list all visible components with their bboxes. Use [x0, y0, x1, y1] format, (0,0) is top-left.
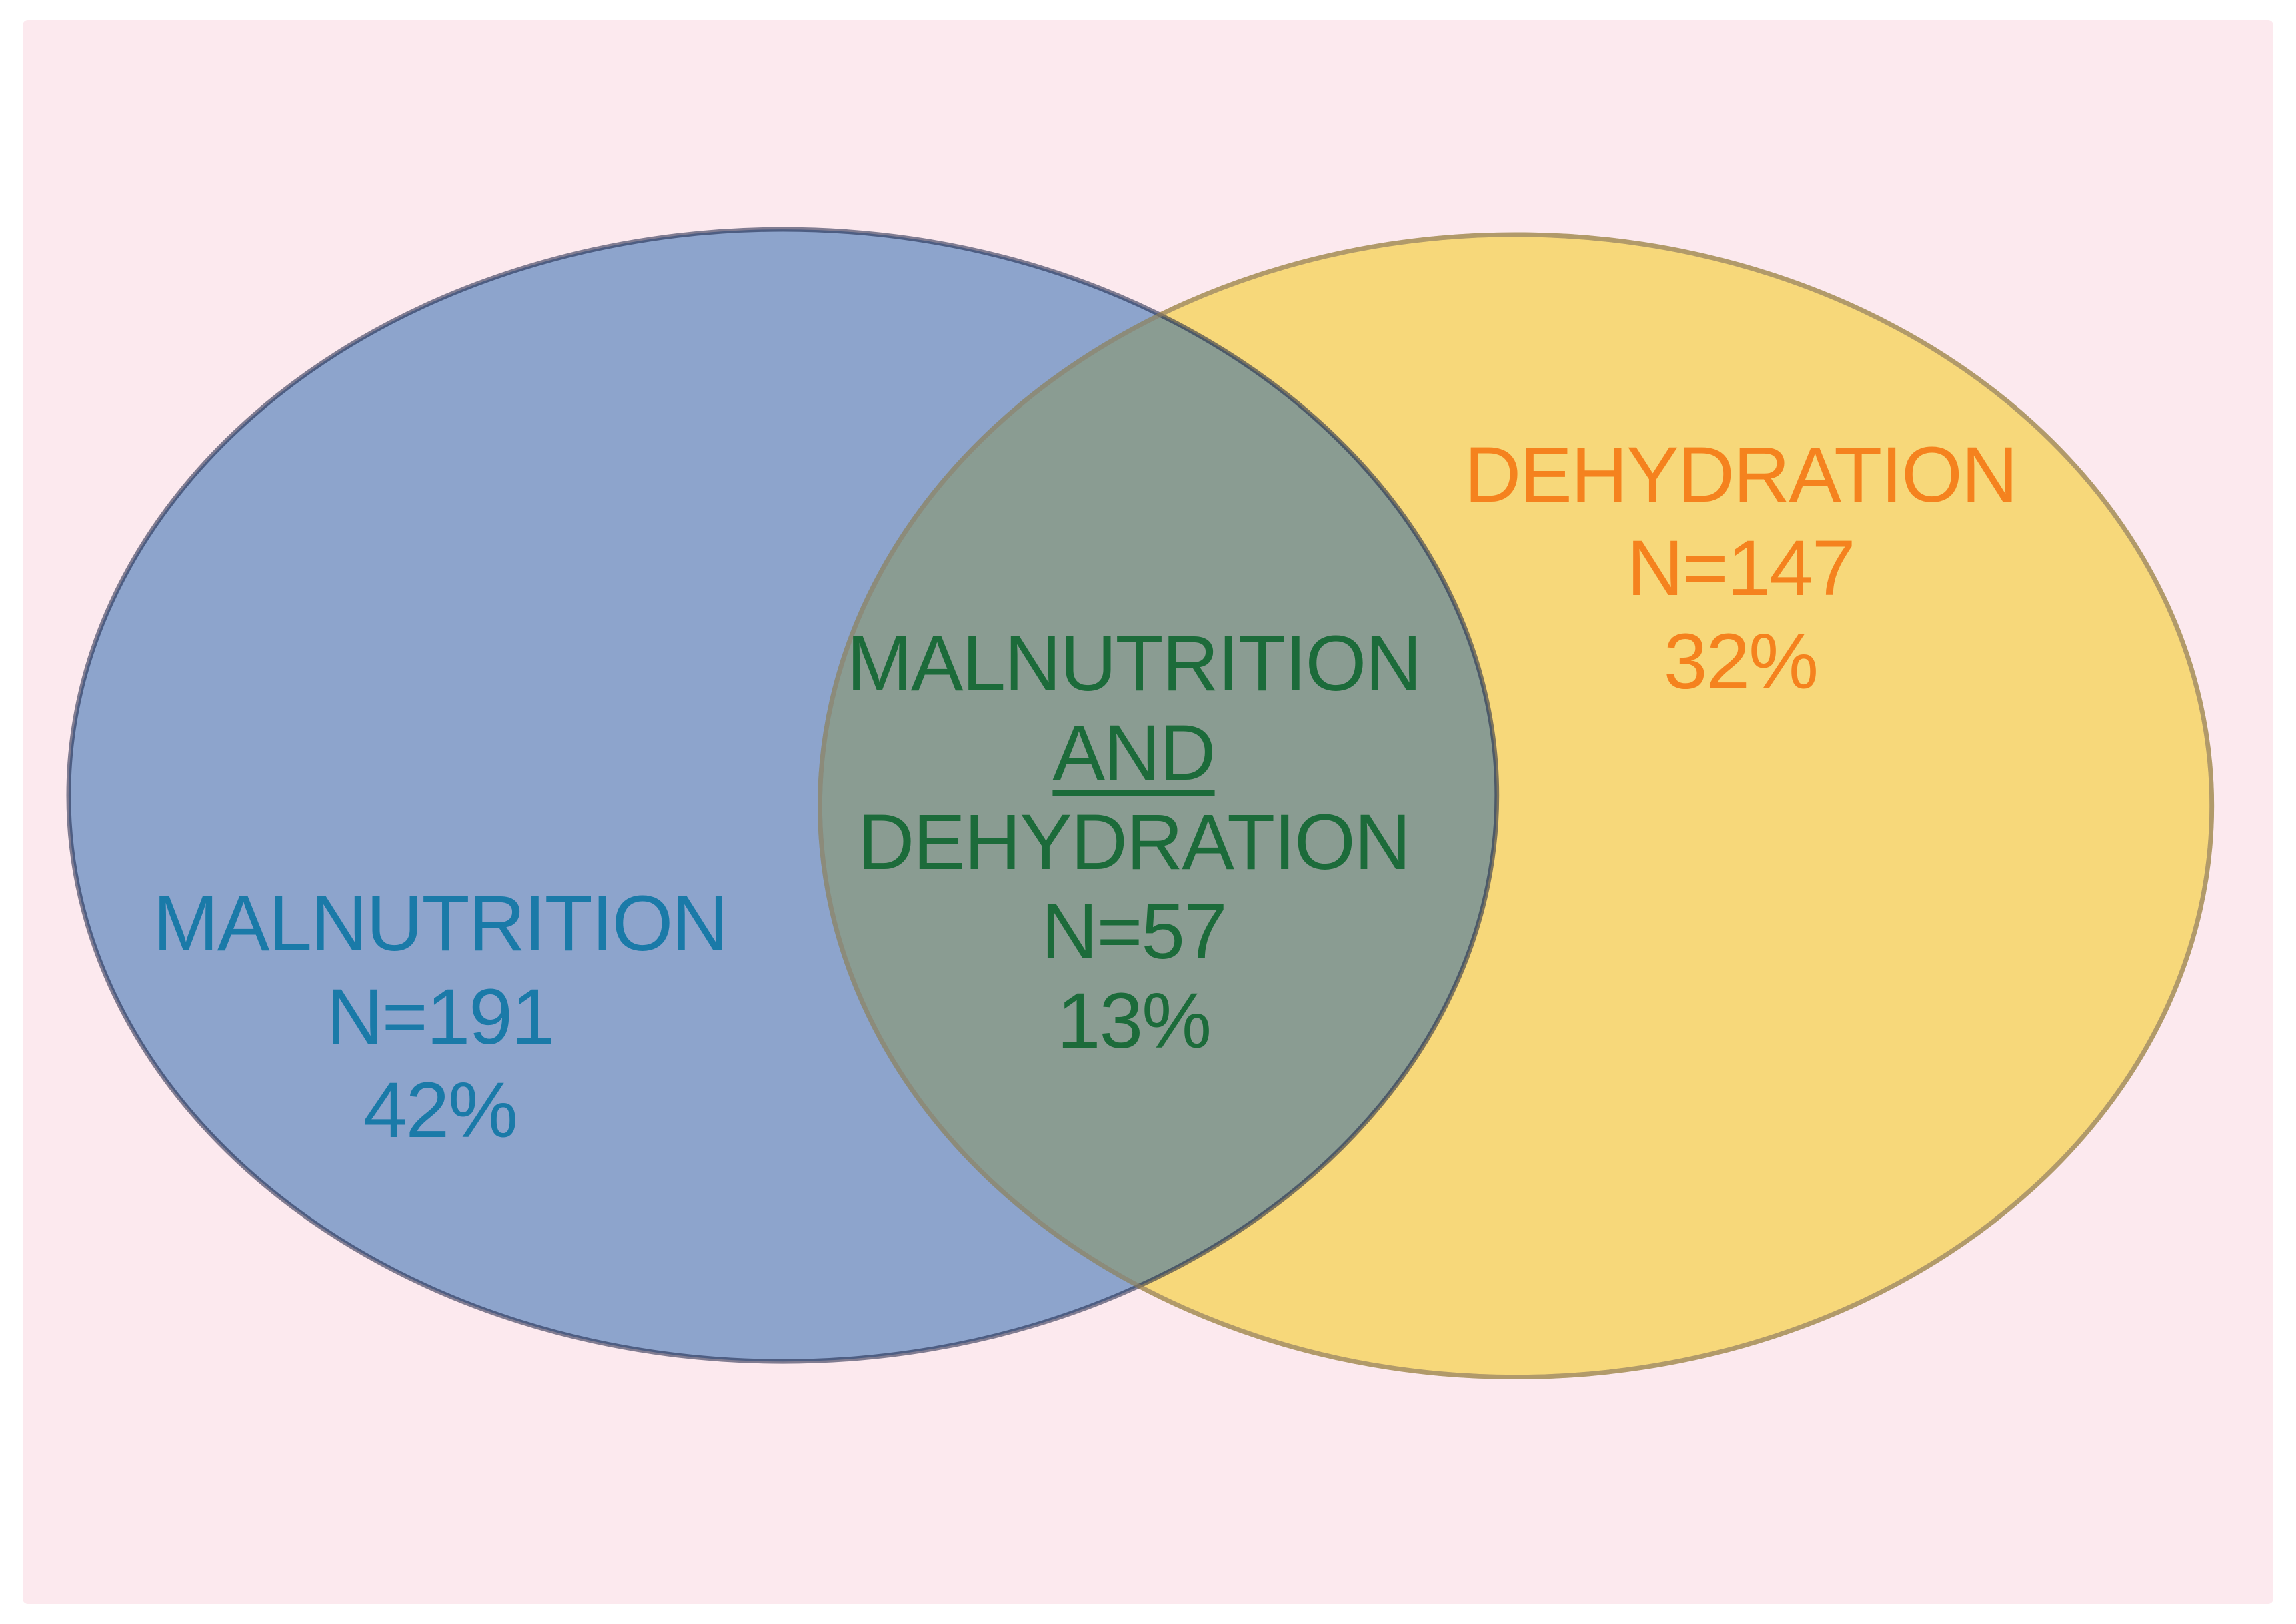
venn-ellipses [66, 227, 2215, 1380]
malnutrition-count: N=191 [326, 973, 555, 1061]
malnutrition-label: MALNUTRITION [153, 880, 729, 968]
intersection-label-line2: AND [1052, 709, 1216, 797]
dehydration-count: N=147 [1626, 524, 1855, 612]
intersection-label-line1: MALNUTRITION [846, 620, 1422, 708]
dehydration-label-group: DEHYDRATION N=147 32% [1464, 428, 2018, 708]
malnutrition-label-group: MALNUTRITION N=191 42% [153, 877, 729, 1157]
dehydration-label: DEHYDRATION [1464, 431, 2018, 519]
intersection-percent: 13% [1056, 977, 1212, 1065]
diagram-panel: MALNUTRITION N=191 42% MALNUTRITION AND … [23, 20, 2273, 1604]
intersection-label-group: MALNUTRITION AND DEHYDRATION N=57 13% [846, 619, 1422, 1066]
dehydration-percent: 32% [1663, 618, 1819, 706]
malnutrition-ellipse [66, 227, 1500, 1364]
dehydration-ellipse-outline [818, 232, 2215, 1380]
malnutrition-percent: 42% [363, 1066, 518, 1154]
intersection-label-line3: DEHYDRATION [857, 798, 1411, 886]
intersection-count: N=57 [1041, 888, 1227, 976]
